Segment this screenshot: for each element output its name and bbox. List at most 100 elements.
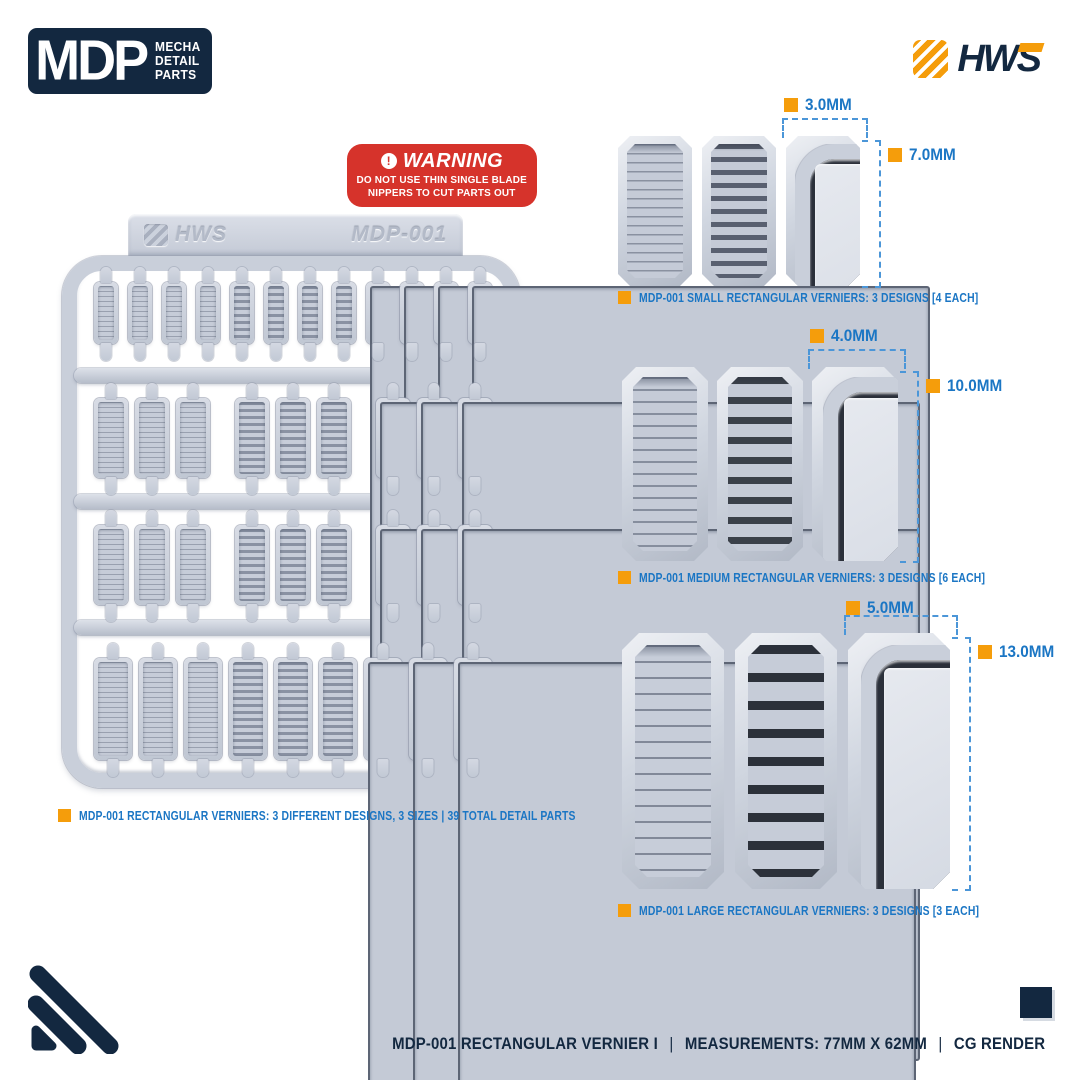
sprue-part-grill: [317, 525, 351, 605]
footer-separator: |: [938, 1034, 943, 1053]
vernier-large-grill: [735, 633, 837, 889]
sprue-caption: MDP-001 RECTANGULAR VERNIERS: 3 DIFFEREN…: [58, 809, 700, 822]
orange-bullet-icon: [618, 291, 631, 304]
sprue-part-frame: [366, 282, 828, 818]
vernier-group-medium: 4.0MM 10.0MM: [622, 327, 898, 561]
large-group-caption-text: MDP-001 LARGE RECTANGULAR VERNIERS: 3 DE…: [639, 903, 980, 918]
sprue-part-group: [364, 658, 916, 1080]
sprue-part-tray: [176, 398, 210, 478]
sprue-part-grill: [230, 282, 254, 344]
orange-bullet-icon: [978, 644, 992, 659]
orange-bullet-icon: [784, 97, 798, 112]
vernier-body: [848, 633, 950, 889]
sprue-row-medium: [94, 398, 920, 934]
sprue-part-grill: [332, 282, 356, 344]
width-value: 4.0MM: [831, 326, 878, 345]
vernier-face-grill: [711, 144, 767, 278]
diagonal-stripes-icon: [27, 965, 119, 1055]
sprue-part-face-tray: [188, 662, 218, 756]
sprue-part-face-grill: [239, 402, 265, 474]
sprue-part-tray: [128, 282, 152, 344]
orange-bullet-icon: [926, 378, 940, 393]
sprue-part-face-tray: [98, 662, 128, 756]
sprue-part-frame: [434, 282, 896, 818]
sprue-row-small: [94, 282, 930, 818]
vernier-small-tray: [618, 136, 692, 286]
footer-stripes-logo: [27, 962, 140, 1059]
sprue-part-face-grill: [336, 286, 352, 340]
sprue-part-frame: [458, 525, 920, 1061]
sprue-part-frame: [409, 658, 871, 1080]
sprue-part-face-grill: [321, 402, 347, 474]
sprue-part-tray: [196, 282, 220, 344]
sprue-part-tray: [139, 658, 177, 760]
mdp-logo-title: MDP: [35, 29, 149, 93]
sprue-part-frame: [454, 658, 916, 1080]
hws-logo: HWS: [913, 40, 1045, 78]
width-dimension-label: 4.0MM: [810, 327, 883, 344]
height-value: 7.0MM: [909, 145, 956, 164]
hws-stripes-icon: [913, 40, 949, 78]
footer-measurements: MEASUREMENTS: 77MM X 62MM: [684, 1034, 927, 1053]
sprue-part-frame: [417, 398, 879, 934]
sprue-part-frame: [417, 525, 879, 1061]
sprue-part-grill: [298, 282, 322, 344]
width-dimension-lines: [844, 615, 958, 635]
sprue-part-face-grill: [278, 662, 308, 756]
sprue-part-group: [94, 658, 222, 760]
footer-separator: |: [669, 1034, 674, 1053]
sprue-part-tray: [184, 658, 222, 760]
warning-body: DO NOT USE THIN SINGLE BLADE NIPPERS TO …: [357, 174, 527, 200]
sprue-plate-brand: HWS: [144, 223, 227, 247]
sprue-part-tray: [135, 398, 169, 478]
vernier-face-tray: [633, 377, 697, 551]
hws-s-accent-bar: [1017, 43, 1045, 52]
width-value: 5.0MM: [867, 598, 914, 617]
height-dimension-lines: [862, 140, 881, 288]
orange-bullet-icon: [58, 809, 71, 822]
width-dimension-lines: [782, 118, 868, 138]
vernier-group-large: 5.0MM 13.0MM: [622, 599, 950, 889]
embossed-part-code: MDP-001: [351, 223, 447, 246]
sprue-part-face-tray: [180, 402, 206, 474]
width-dimension-label: 5.0MM: [846, 599, 919, 616]
sprue-part-face-tray: [200, 286, 216, 340]
sprue-part-face-tray: [132, 286, 148, 340]
sprue-part-frame: [458, 398, 920, 934]
sprue-render: HWS MDP-001: [60, 212, 930, 1080]
sprue-part-grill: [264, 282, 288, 344]
sprue-part-group: [376, 525, 920, 1061]
sprue-part-face-grill: [323, 662, 353, 756]
sprue-part-tray: [94, 398, 128, 478]
sprue-part-face-grill: [268, 286, 284, 340]
orange-bullet-icon: [888, 147, 902, 162]
sprue-top-plate: HWS MDP-001: [128, 214, 463, 256]
orange-bullet-icon: [618, 571, 631, 584]
sprue-part-face-grill: [280, 402, 306, 474]
footer-info-bar: MDP-001 RECTANGULAR VERNIER I | MEASUREM…: [392, 1034, 1045, 1054]
sprue-part-grill: [319, 658, 357, 760]
sprue-part-grill: [276, 525, 310, 605]
sprue-part-face-tray: [139, 402, 165, 474]
warning-line: NIPPERS TO CUT PARTS OUT: [368, 187, 516, 199]
vernier-face-tray: [627, 144, 683, 278]
vernier-body: [622, 367, 708, 561]
sprue-part-grill: [317, 398, 351, 478]
vernier-body: [717, 367, 803, 561]
sprue-part-group: [376, 398, 920, 934]
sprue-row-large: [94, 658, 916, 1080]
sprue-part-grill: [235, 525, 269, 605]
sprue-part-grill: [274, 658, 312, 760]
sprue-part-frame: [376, 398, 838, 934]
vernier-large-tray: [622, 633, 724, 889]
vernier-face-grill: [728, 377, 792, 551]
sprue-part-grill: [229, 658, 267, 760]
sprue-part-face-grill: [302, 286, 318, 340]
sprue-part-face-grill: [280, 529, 306, 601]
vernier-medium-frame: [812, 367, 898, 561]
corner-accent-square: [1020, 987, 1052, 1018]
sprue-part-tray: [94, 658, 132, 760]
medium-group-caption: MDP-001 MEDIUM RECTANGULAR VERNIERS: 3 D…: [618, 571, 1072, 584]
footer-product-name: MDP-001 RECTANGULAR VERNIER I: [391, 1034, 658, 1053]
sprue-part-frame: [400, 282, 862, 818]
